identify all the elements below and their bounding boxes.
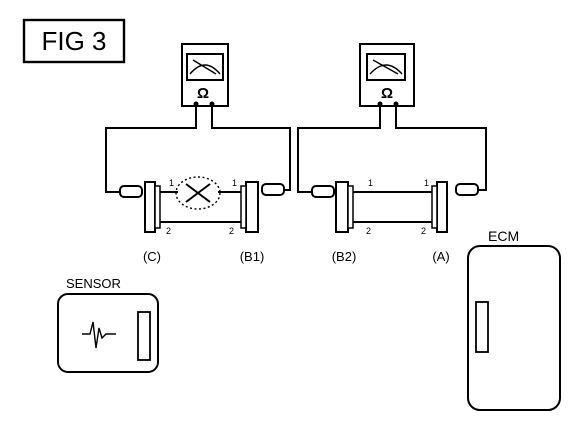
connector-b1 (240, 181, 259, 233)
lead-wire (395, 104, 487, 191)
connector-b2 (335, 181, 354, 233)
pin-label: 1 (169, 178, 174, 188)
connector-b1-label: (B1) (240, 249, 265, 264)
ohmmeter-dial-icon (186, 53, 224, 81)
connector-c (144, 181, 161, 233)
lead-wire (105, 104, 197, 193)
sensor-label: SENSOR (66, 276, 121, 291)
pin-label: 2 (421, 226, 426, 236)
pin-label: 1 (424, 178, 429, 188)
probe-left-b1 (261, 183, 285, 196)
pin-label: 2 (166, 226, 171, 236)
ohm-symbol-right: Ω (381, 85, 393, 102)
figure-label-box: FIG 3 (22, 18, 126, 64)
connector-b2-label: (B2) (332, 249, 357, 264)
connector-a-label: (A) (432, 249, 449, 264)
pin-label: 1 (368, 178, 373, 188)
probe-left-c (119, 185, 143, 198)
lead-wire (211, 104, 291, 191)
connector-c-label: (C) (143, 249, 161, 264)
connector-a (431, 181, 448, 233)
lead-wire (297, 104, 381, 193)
ohm-symbol-left: Ω (197, 85, 209, 102)
signal-waveform-icon (82, 321, 116, 349)
pin-label: 2 (229, 226, 234, 236)
pin-label: 2 (366, 226, 371, 236)
ohmmeter-left: Ω (181, 43, 229, 107)
open-circuit-x-icon (175, 176, 221, 210)
ecm-unit: ECM (467, 228, 561, 411)
figure-label: FIG 3 (41, 26, 106, 56)
ecm-label: ECM (488, 228, 519, 244)
pin-label: 1 (232, 178, 237, 188)
probe-right-a (455, 183, 479, 196)
ohmmeter-dial-icon (366, 53, 406, 81)
probe-right-b2 (311, 185, 335, 198)
ohmmeter-right: Ω (359, 43, 415, 107)
sensor-unit: SENSOR (57, 276, 159, 373)
